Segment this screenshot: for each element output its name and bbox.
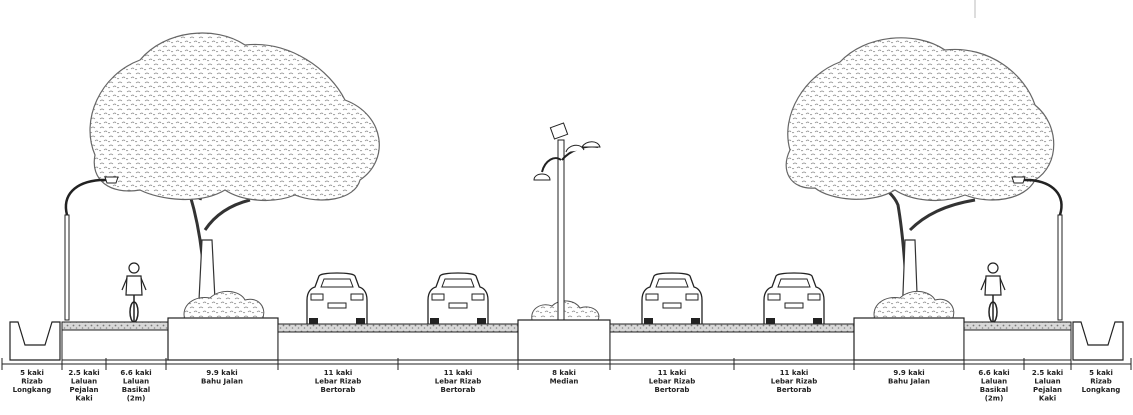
- shrub-icon: [531, 300, 600, 321]
- street-lamp-icon-left: [64, 176, 119, 321]
- car-icon: [306, 272, 368, 326]
- street-lamp-icon-right: [1011, 176, 1063, 321]
- car-icon: [641, 272, 703, 326]
- road-surface: [9, 317, 1124, 361]
- cyclist-icon: [121, 262, 147, 323]
- shrub-icon: [873, 291, 955, 321]
- median-lamp-icon: [533, 122, 601, 321]
- cyclist-icon: [980, 262, 1006, 323]
- shrub-icon: [183, 291, 265, 321]
- car-icon: [763, 272, 825, 326]
- car-icon: [427, 272, 489, 326]
